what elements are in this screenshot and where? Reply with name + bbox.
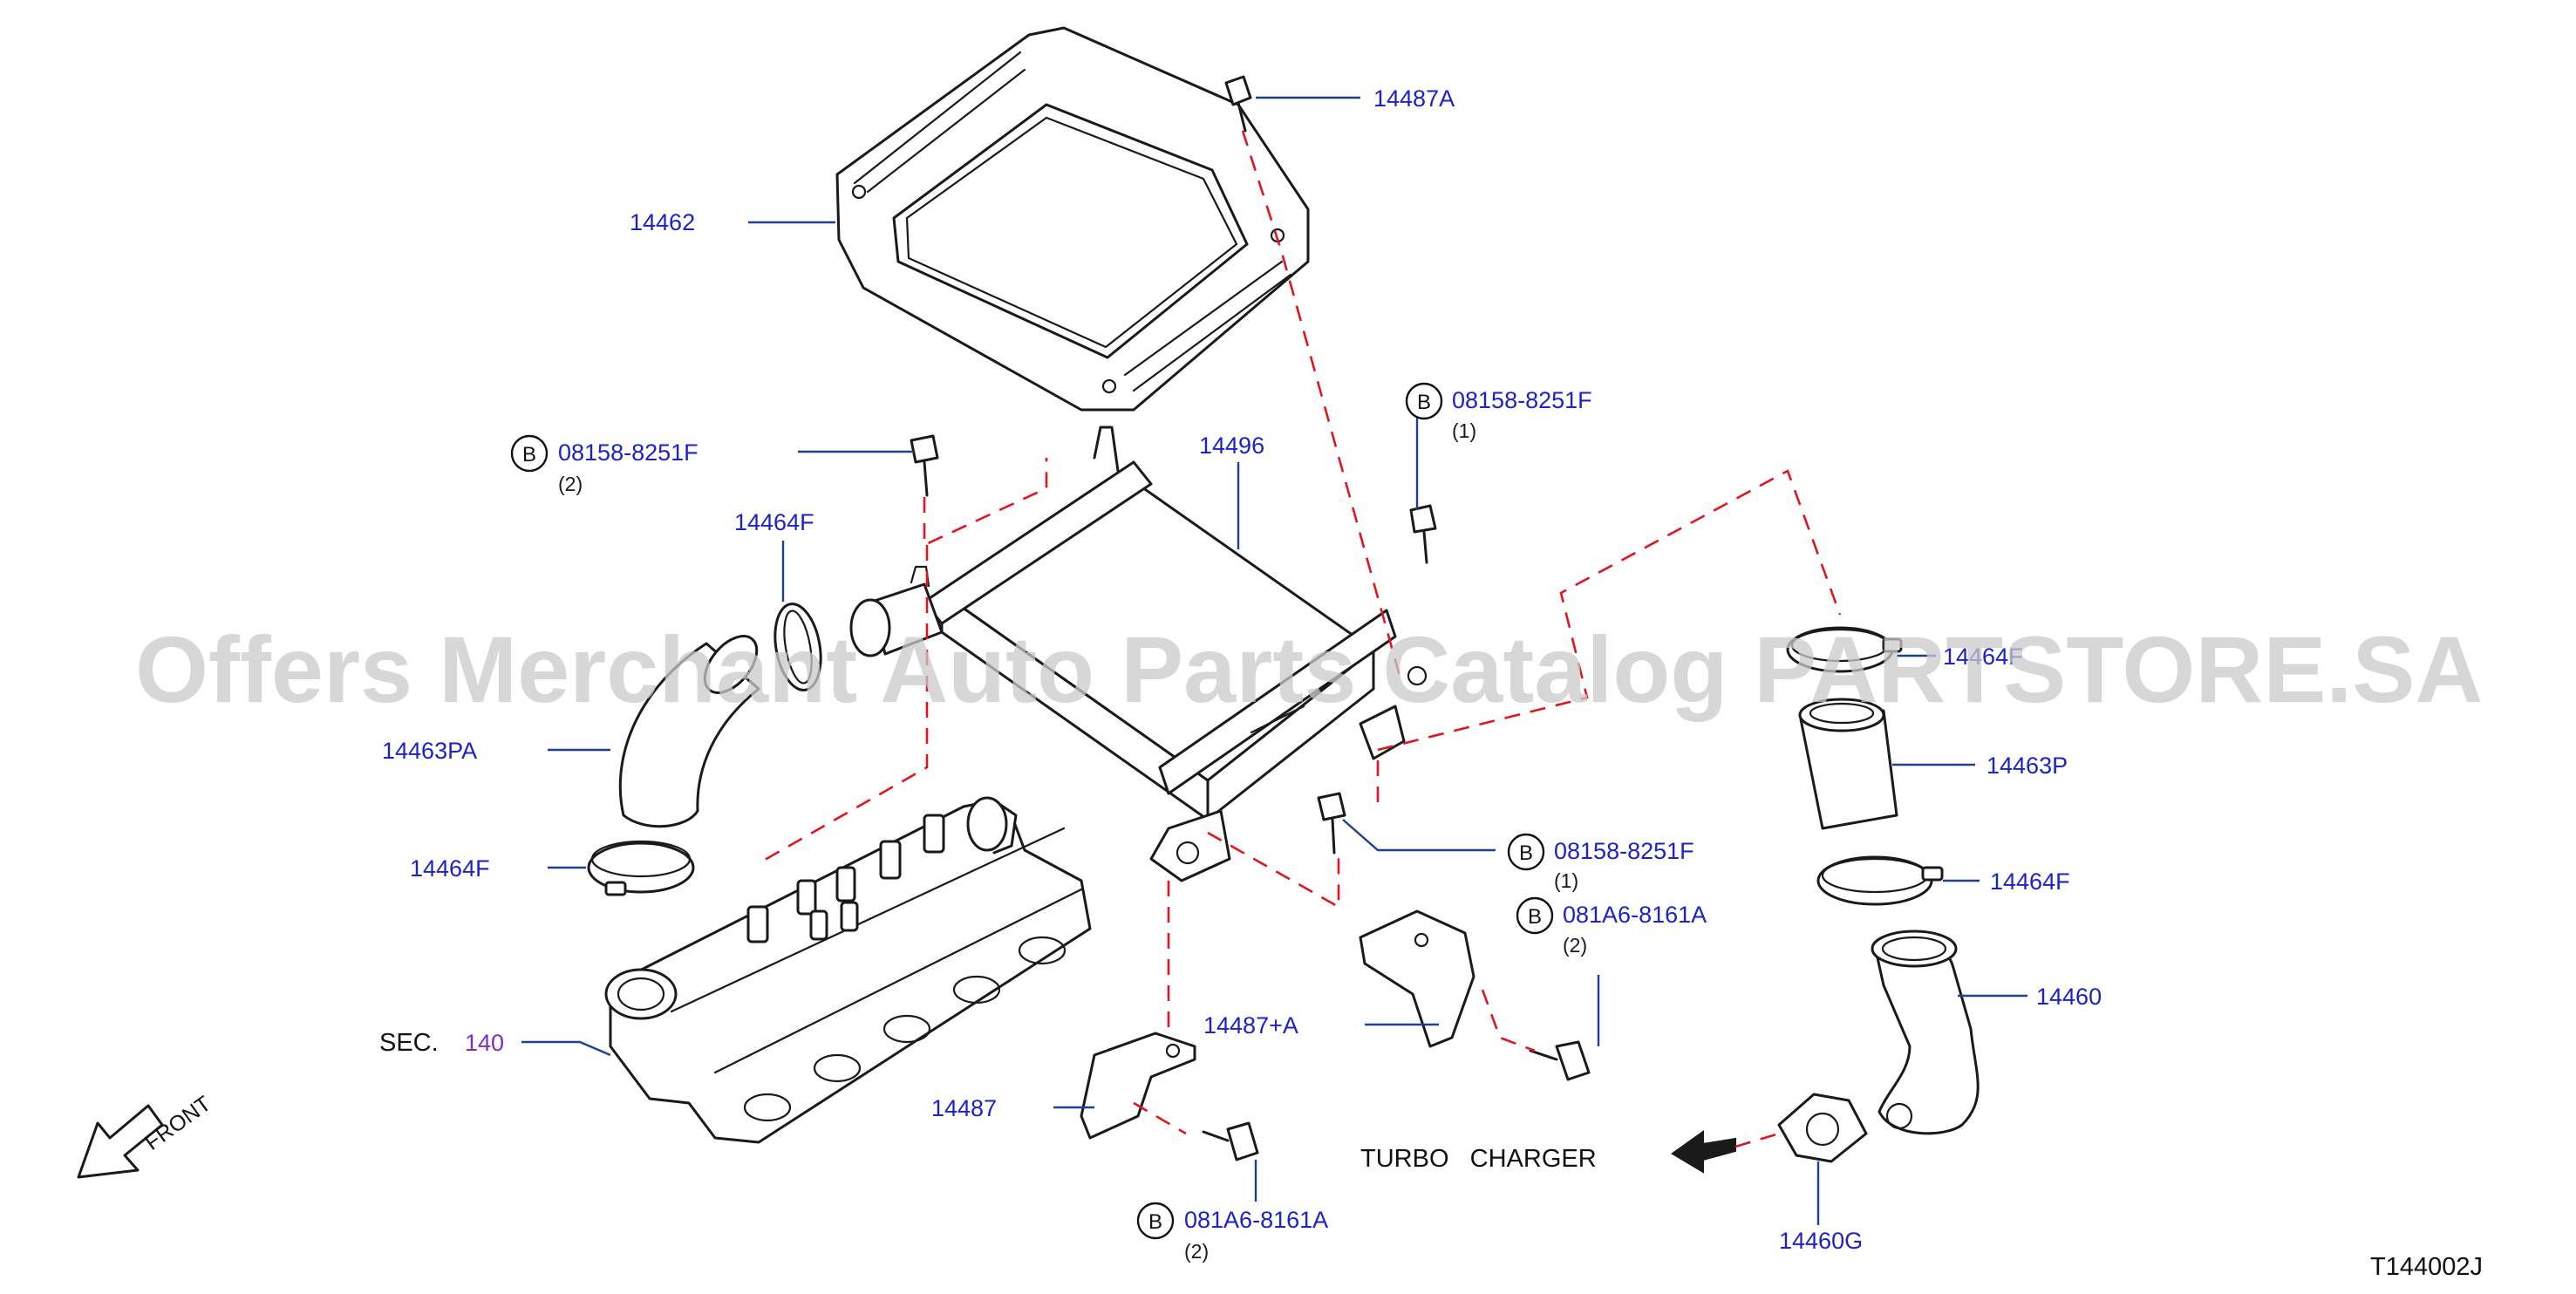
- intercooler-outlet-pipe-14460: [1871, 930, 1980, 1135]
- bolt-marker-left: B: [510, 434, 549, 473]
- callout-14460[interactable]: 14460: [2036, 984, 2102, 1010]
- bolt-08158-left: [910, 434, 939, 497]
- bolt-marker-mid: B: [1507, 833, 1545, 871]
- bolt-marker-081a6-bottom: B: [1136, 1202, 1175, 1240]
- bracket-14487plusA: [1359, 909, 1475, 1048]
- callout-081A6-bottom[interactable]: 081A6-8161A: [1184, 1207, 1328, 1233]
- callout-14487plusA[interactable]: 14487+A: [1203, 1012, 1298, 1039]
- turbo-charger-label: TURBO CHARGER: [1360, 1145, 1597, 1173]
- intercooler-outlet-hose-14463P: [1798, 698, 1898, 830]
- bolt-08158-right: [1409, 504, 1437, 564]
- diagram-code: T144002J: [2370, 1253, 2483, 1281]
- hose-clamp-14464F-right-upper: [1786, 626, 1903, 673]
- turbo-direction-arrow: [1671, 1130, 1780, 1174]
- callout-14463PA[interactable]: 14463PA: [382, 738, 477, 764]
- svg-text:B: B: [1148, 1210, 1162, 1234]
- callout-14464F-left-upper[interactable]: 14464F: [734, 509, 814, 535]
- qty-081A6-right: (2): [1563, 934, 1587, 957]
- bolt-marker-081a6-right: B: [1516, 896, 1554, 935]
- hose-clamp-14464F-right-lower: [1816, 855, 1944, 906]
- callout-08158-left[interactable]: 08158-8251F: [558, 439, 699, 466]
- bolt-081A6-bottom: [1202, 1121, 1259, 1161]
- intercooler-inlet-hose-14463PA: [618, 635, 760, 828]
- qty-081A6-bottom: (2): [1184, 1240, 1209, 1263]
- qty-08158-right: (1): [1452, 419, 1476, 442]
- leader-lines: [521, 96, 2027, 1225]
- bolt-08158-mid: [1317, 792, 1346, 855]
- callout-14464F-right-lower[interactable]: 14464F: [1990, 868, 2070, 895]
- callout-14463P[interactable]: 14463P: [1987, 753, 2068, 779]
- callout-08158-mid[interactable]: 08158-8251F: [1554, 838, 1694, 864]
- intercooler-core-14496: [849, 426, 1428, 882]
- bolt-14487A: [1224, 75, 1252, 133]
- assembly-dashed-lines: [758, 130, 1842, 1135]
- svg-text:B: B: [522, 443, 536, 467]
- bolt-081A6-right: [1529, 1040, 1591, 1081]
- qty-08158-mid: (1): [1554, 869, 1578, 892]
- callout-081A6-right[interactable]: 081A6-8161A: [1563, 902, 1707, 928]
- callout-14462[interactable]: 14462: [630, 209, 695, 235]
- callout-14487[interactable]: 14487: [931, 1095, 997, 1121]
- callout-08158-right[interactable]: 08158-8251F: [1452, 387, 1592, 413]
- sec-label: SEC.: [379, 1029, 439, 1057]
- svg-text:B: B: [1528, 905, 1542, 929]
- front-direction-arrow: [77, 1104, 164, 1179]
- hose-clamp-14464F-left-upper: [773, 603, 822, 691]
- bracket-14487: [1080, 1032, 1196, 1140]
- intercooler-air-duct-14462: [835, 26, 1310, 412]
- hose-clamp-14464F-left-lower: [587, 840, 695, 896]
- watermark: Offers Merchant Auto Parts Catalog PARTS…: [135, 616, 2483, 722]
- callout-14464F-left-lower[interactable]: 14464F: [410, 855, 490, 882]
- svg-text:B: B: [1519, 841, 1533, 865]
- callout-14464F-right-upper[interactable]: 14464F: [1943, 644, 2023, 670]
- callout-14496[interactable]: 14496: [1199, 432, 1264, 459]
- callout-14487A[interactable]: 14487A: [1373, 85, 1455, 112]
- turbo-gasket-14460G: [1777, 1093, 1868, 1163]
- qty-08158-left: (2): [558, 473, 583, 495]
- intake-manifold-sec140: [604, 796, 1092, 1144]
- svg-text:B: B: [1417, 391, 1431, 414]
- sec-number-link[interactable]: 140: [465, 1030, 504, 1056]
- bolt-marker-right: B: [1405, 382, 1443, 420]
- callout-14460G[interactable]: 14460G: [1779, 1228, 1863, 1254]
